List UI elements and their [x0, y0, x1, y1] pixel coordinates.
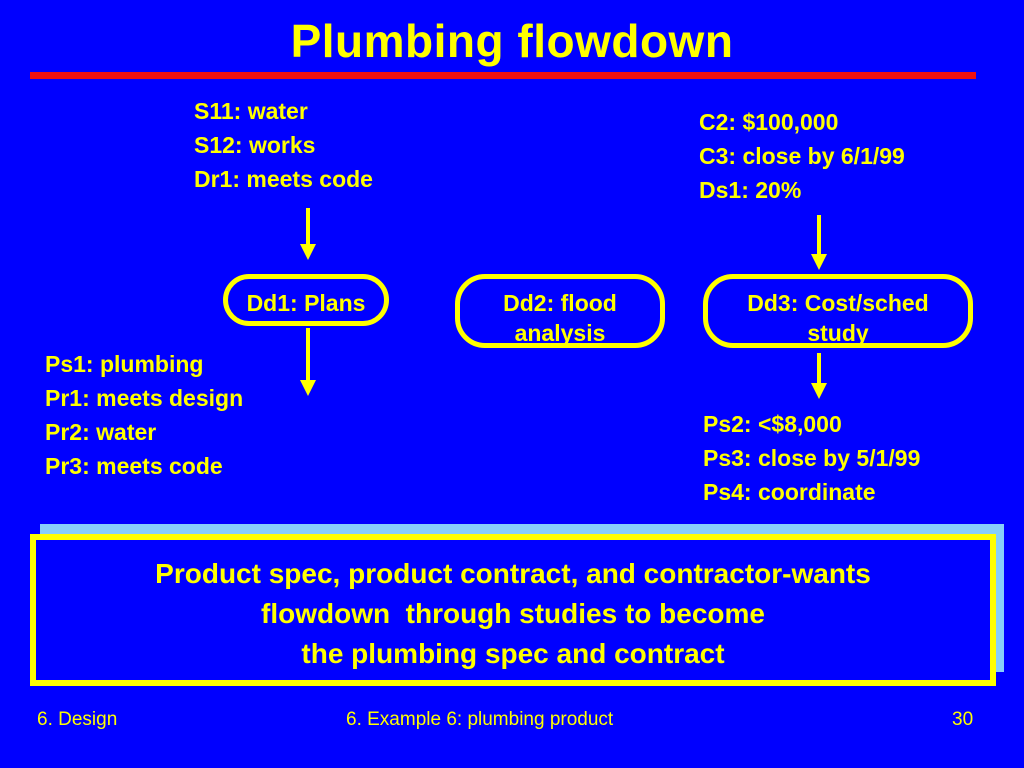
arrow-down-from-cost-study — [811, 353, 827, 399]
banner-line-1: Product spec, product contract, and cont… — [155, 558, 871, 589]
node-dd3-label-line2: study — [807, 320, 869, 346]
banner-line-3: the plumbing spec and contract — [301, 638, 725, 669]
requirement-s11: S11: water — [194, 98, 308, 124]
node-dd2-flood-analysis: Dd2: flood analysis — [455, 274, 665, 348]
requirement-dr1: Dr1: meets code — [194, 166, 373, 192]
output-ps1: Ps1: plumbing — [45, 351, 204, 377]
arrow-down-to-plans — [300, 208, 316, 260]
node-dd3-label-line1: Dd3: Cost/sched — [747, 290, 929, 316]
output-pr2: Pr2: water — [45, 419, 157, 445]
footer-section: 6. Design — [37, 709, 118, 730]
bottom-left-outputs: Ps1: plumbing Pr1: meets design Pr2: wat… — [45, 347, 243, 483]
footer-topic: 6. Example 6: plumbing product — [346, 709, 614, 730]
requirement-c2: C2: $100,000 — [699, 109, 839, 135]
output-ps3: Ps3: close by 5/1/99 — [703, 445, 921, 471]
node-dd1-label: Dd1: Plans — [246, 290, 366, 316]
top-right-requirements: C2: $100,000 C3: close by 6/1/99 Ds1: 20… — [699, 105, 905, 207]
banner-line-2: flowdown through studies to become — [261, 598, 765, 629]
slide-title: Plumbing flowdown — [290, 15, 734, 67]
node-dd2-label-line1: Dd2: flood — [503, 290, 617, 316]
requirement-c3: C3: close by 6/1/99 — [699, 143, 905, 169]
title-divider — [30, 72, 976, 79]
node-dd1-plans: Dd1: Plans — [223, 274, 389, 326]
node-dd3-cost-sched-study: Dd3: Cost/sched study — [703, 274, 973, 348]
arrow-down-from-plans — [300, 328, 316, 396]
footer-page-number: 30 — [952, 709, 974, 730]
top-left-requirements: S11: water S12: works Dr1: meets code — [194, 94, 373, 196]
requirement-s12: S12: works — [194, 132, 316, 158]
output-ps2: Ps2: <$8,000 — [703, 411, 842, 437]
output-ps4: Ps4: coordinate — [703, 479, 876, 505]
output-pr3: Pr3: meets code — [45, 453, 223, 479]
node-dd2-label-line2: analysis — [514, 320, 606, 346]
summary-banner: Product spec, product contract, and cont… — [30, 534, 996, 686]
arrow-down-to-cost-study — [811, 215, 827, 270]
bottom-right-outputs: Ps2: <$8,000 Ps3: close by 5/1/99 Ps4: c… — [703, 407, 920, 509]
requirement-ds1: Ds1: 20% — [699, 177, 802, 203]
output-pr1: Pr1: meets design — [45, 385, 244, 411]
